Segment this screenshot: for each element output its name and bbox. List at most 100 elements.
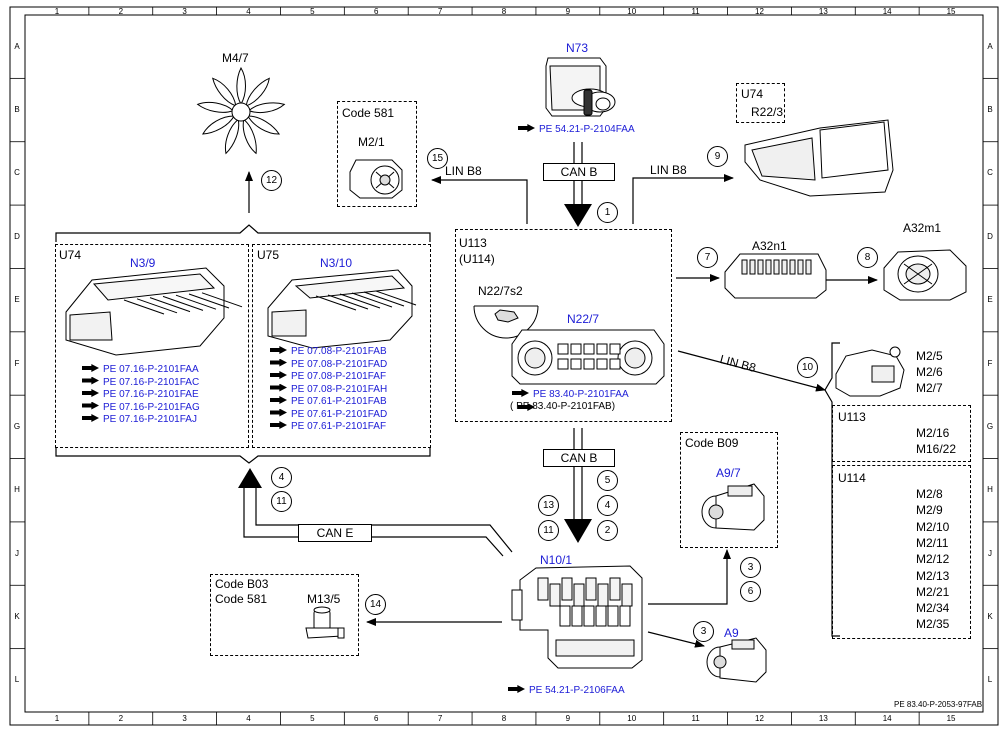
grid-row-E-left: E bbox=[14, 295, 20, 305]
ref-entry[interactable]: PE 07.08-P-2101FAH bbox=[270, 383, 388, 397]
n22-7-ref-1[interactable]: PE 83.40-P-2101FAA bbox=[512, 389, 629, 402]
grid-column-7-top: 7 bbox=[437, 7, 443, 16]
n22-7-label: N22/7 bbox=[567, 312, 600, 326]
grid-column-14-top: 14 bbox=[882, 7, 892, 16]
ref-entry[interactable]: PE 07.08-P-2101FAB bbox=[270, 346, 387, 359]
footer-doc-id: PE 83.40-P-2053-97FAB bbox=[894, 700, 983, 709]
ref-link[interactable]: PE 07.61-P-2101FAB bbox=[291, 396, 387, 407]
n73-ref-link[interactable]: PE 54.21-P-2104FAA bbox=[539, 124, 635, 135]
reference-hand-icon bbox=[270, 371, 287, 379]
grid-row-F-left: F bbox=[14, 358, 20, 368]
ref-link[interactable]: PE 07.16-P-2101FAA bbox=[103, 364, 199, 375]
ref-link[interactable]: PE 07.16-P-2101FAG bbox=[103, 401, 200, 413]
n22-7-ref-2-link[interactable]: ( PE 83.40-P-2101FAB) bbox=[510, 401, 616, 412]
ref-entry[interactable]: PE 07.16-P-2101FAC bbox=[82, 376, 200, 390]
ref-link[interactable]: PE 07.08-P-2101FAH bbox=[291, 383, 388, 395]
grid-row-D-left: D bbox=[14, 231, 20, 241]
lin-left-label: LIN B8 bbox=[445, 164, 482, 178]
m2-1-label: M2/1 bbox=[358, 135, 385, 149]
ref-link[interactable]: PE 07.61-P-2101FAF bbox=[291, 421, 387, 432]
grid-column-12-top: 12 bbox=[755, 7, 764, 16]
callout-5: 5 bbox=[597, 470, 618, 491]
grid-row-K-right: K bbox=[987, 611, 993, 621]
ref-link[interactable]: PE 07.16-P-2101FAC bbox=[103, 376, 200, 388]
u114-motor-box bbox=[832, 465, 971, 639]
ref-entry[interactable]: PE 07.16-P-2101FAJ bbox=[82, 414, 197, 427]
grid-column-8-bottom: 8 bbox=[501, 714, 507, 723]
can-b-top-label: CAN B bbox=[543, 163, 615, 181]
n10-1-ref[interactable]: PE 54.21-P-2106FAA bbox=[508, 685, 625, 698]
grid-column-9-top: 9 bbox=[565, 7, 571, 16]
reference-hand-icon bbox=[82, 401, 99, 410]
n22-7-ref-1-link[interactable]: PE 83.40-P-2101FAA bbox=[533, 389, 629, 400]
u114-group-label: (U114) bbox=[459, 252, 495, 266]
a9-7-compressor-drawing bbox=[701, 483, 765, 531]
grid-row-L-left: L bbox=[14, 675, 20, 685]
grid-column-11-top: 11 bbox=[691, 7, 700, 16]
arrow-to-a9-7 bbox=[648, 549, 731, 605]
can-b-mid-arrow bbox=[564, 428, 592, 543]
reference-hand-icon bbox=[508, 685, 525, 693]
code-b09-label: Code B09 bbox=[685, 436, 739, 450]
ref-entry[interactable]: PE 07.16-P-2101FAA bbox=[82, 364, 199, 377]
u113-motor-group: U113 bbox=[838, 410, 866, 424]
u74-r22-group: U74 bbox=[741, 87, 764, 101]
motor-label: M2/9 bbox=[916, 503, 943, 518]
m13-5-label: M13/5 bbox=[307, 592, 341, 606]
callout-4b: 4 bbox=[597, 495, 618, 516]
callout-3b: 3 bbox=[693, 621, 714, 642]
u74-box bbox=[55, 244, 249, 448]
n73-ref[interactable]: PE 54.21-P-2104FAA bbox=[518, 124, 635, 137]
ref-link[interactable]: PE 07.08-P-2101FAF bbox=[291, 371, 387, 382]
callout-11b: 11 bbox=[538, 520, 559, 541]
ref-entry[interactable]: PE 07.08-P-2101FAD bbox=[270, 358, 388, 372]
ref-entry[interactable]: PE 07.08-P-2101FAF bbox=[270, 371, 386, 384]
u74-u75-bracket bbox=[55, 224, 431, 464]
callout-6: 6 bbox=[740, 581, 761, 602]
grid-row-K-left: K bbox=[14, 611, 20, 621]
ref-link[interactable]: PE 07.16-P-2101FAJ bbox=[103, 414, 197, 425]
grid-row-H-right: H bbox=[987, 485, 993, 495]
ref-link[interactable]: PE 07.16-P-2101FAE bbox=[103, 389, 199, 400]
n10-1-drawing bbox=[511, 565, 643, 669]
u74-r22-box bbox=[736, 83, 785, 123]
a32m1-label: A32m1 bbox=[903, 221, 942, 235]
ref-entry[interactable]: PE 07.16-P-2101FAE bbox=[82, 389, 199, 402]
n3-9-label: N3/9 bbox=[130, 256, 156, 270]
n22-7-ref-2[interactable]: ( PE 83.40-P-2101FAB) bbox=[510, 401, 615, 414]
motor-label: M2/21 bbox=[916, 584, 950, 599]
ref-link[interactable]: PE 07.08-P-2101FAD bbox=[291, 358, 388, 370]
ignition-switch-drawing bbox=[545, 57, 616, 117]
grid-row-D-right: D bbox=[987, 231, 993, 241]
reference-hand-icon bbox=[270, 383, 287, 392]
grid-column-2-bottom: 2 bbox=[118, 714, 124, 723]
can-e-label: CAN E bbox=[298, 524, 372, 542]
callout-4a: 4 bbox=[271, 467, 292, 488]
lin-right-label: LIN B8 bbox=[650, 163, 687, 177]
u75-box bbox=[252, 244, 431, 448]
ref-link[interactable]: PE 07.08-P-2101FAB bbox=[291, 346, 387, 357]
n10-1-ref-link[interactable]: PE 54.21-P-2106FAA bbox=[529, 685, 625, 696]
a9-label: A9 bbox=[724, 626, 739, 640]
motor-label: M2/34 bbox=[916, 601, 950, 616]
ref-entry[interactable]: PE 07.61-P-2101FAB bbox=[270, 396, 387, 409]
ref-entry[interactable]: PE 07.61-P-2101FAD bbox=[270, 408, 388, 422]
grid-column-12-bottom: 12 bbox=[755, 714, 764, 723]
ref-entry[interactable]: PE 07.16-P-2101FAG bbox=[82, 401, 200, 415]
n22-7s2-label: N22/7s2 bbox=[478, 284, 523, 298]
code-b09-box bbox=[680, 432, 778, 548]
r22-3-label: R22/3 bbox=[751, 105, 784, 119]
u113-group-label: U113 bbox=[459, 236, 487, 250]
u113-motor-box bbox=[832, 405, 971, 462]
reference-hand-icon bbox=[270, 396, 287, 404]
code-581-label: Code 581 bbox=[342, 106, 395, 120]
inner-frame bbox=[24, 14, 984, 713]
grid-column-11-bottom: 11 bbox=[691, 714, 700, 723]
callout-10: 10 bbox=[797, 357, 818, 378]
a9-compressor-drawing bbox=[706, 637, 767, 683]
callout-13: 13 bbox=[538, 495, 559, 516]
ref-entry[interactable]: PE 07.61-P-2101FAF bbox=[270, 421, 386, 434]
ref-link[interactable]: PE 07.61-P-2101FAD bbox=[291, 408, 388, 420]
n3-10-label: N3/10 bbox=[320, 256, 353, 270]
